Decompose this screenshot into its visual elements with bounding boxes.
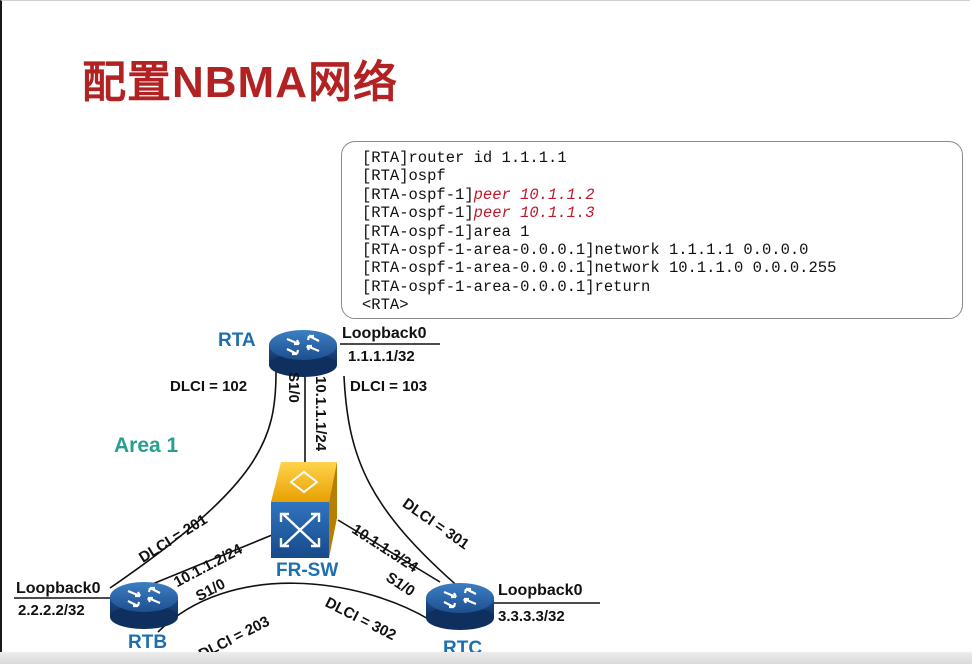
link-rtb-fr-sw: [149, 534, 273, 586]
code-line: <RTA>: [362, 296, 409, 315]
router-icon: [426, 583, 494, 630]
pvc-line-rtb-rtc: [157, 582, 431, 633]
rtb-loopback-ip: 2.2.2.2/32: [18, 602, 85, 619]
router-icon: [110, 582, 178, 629]
pvc-line-rta-rtb: [109, 371, 277, 589]
bottom-bar: [0, 652, 972, 664]
rta-dlci-103: DLCI = 103: [350, 378, 428, 395]
switch-label: FR-SW: [276, 560, 339, 581]
code-line: [RTA-ospf-1-area-0.0.0.1]network 1.1.1.1…: [362, 241, 809, 260]
router-icon: [269, 330, 337, 377]
rta-loopback-label: Loopback0: [342, 325, 427, 342]
rtc-loopback-label: Loopback0: [498, 582, 583, 599]
code-highlight: peer 10.1.1.2: [473, 185, 595, 204]
config-code-box: [RTA]router id 1.1.1.1 [RTA]ospf [RTA-os…: [341, 141, 963, 319]
area-label: Area 1: [114, 434, 179, 457]
code-line: [RTA-ospf-1]area 1: [362, 222, 530, 241]
code-line: [RTA-ospf-1]peer 10.1.1.3: [362, 204, 595, 223]
rtc-loopback-ip: 3.3.3.3/32: [498, 608, 565, 625]
code-line: [RTA]router id 1.1.1.1: [362, 149, 567, 167]
rta-interface-ip: 10.1.1.1/24: [312, 376, 329, 452]
code-line: [RTA]ospf: [362, 167, 446, 186]
code-line: [RTA-ospf-1]peer 10.1.1.2: [362, 185, 595, 204]
pvc-line-rta-rtc: [343, 375, 463, 591]
link-rtc-fr-sw: [337, 519, 441, 583]
rtb-loopback-label: Loopback0: [16, 580, 101, 597]
frame-relay-switch-icon: [271, 462, 337, 558]
slide-title: 配置NBMA网络: [82, 58, 398, 107]
rta-interface-label: S1/0: [285, 372, 302, 403]
router-label-rtb: RTB: [128, 632, 168, 653]
code-line: [RTA-ospf-1-area-0.0.0.1]network 10.1.1.…: [362, 259, 837, 278]
router-label-rta: RTA: [218, 330, 256, 351]
code-highlight: peer 10.1.1.3: [473, 204, 595, 223]
rta-loopback-ip: 1.1.1.1/32: [348, 348, 415, 365]
code-line: [RTA-ospf-1-area-0.0.0.1]return: [362, 277, 651, 296]
rta-dlci-102: DLCI = 102: [170, 378, 248, 395]
